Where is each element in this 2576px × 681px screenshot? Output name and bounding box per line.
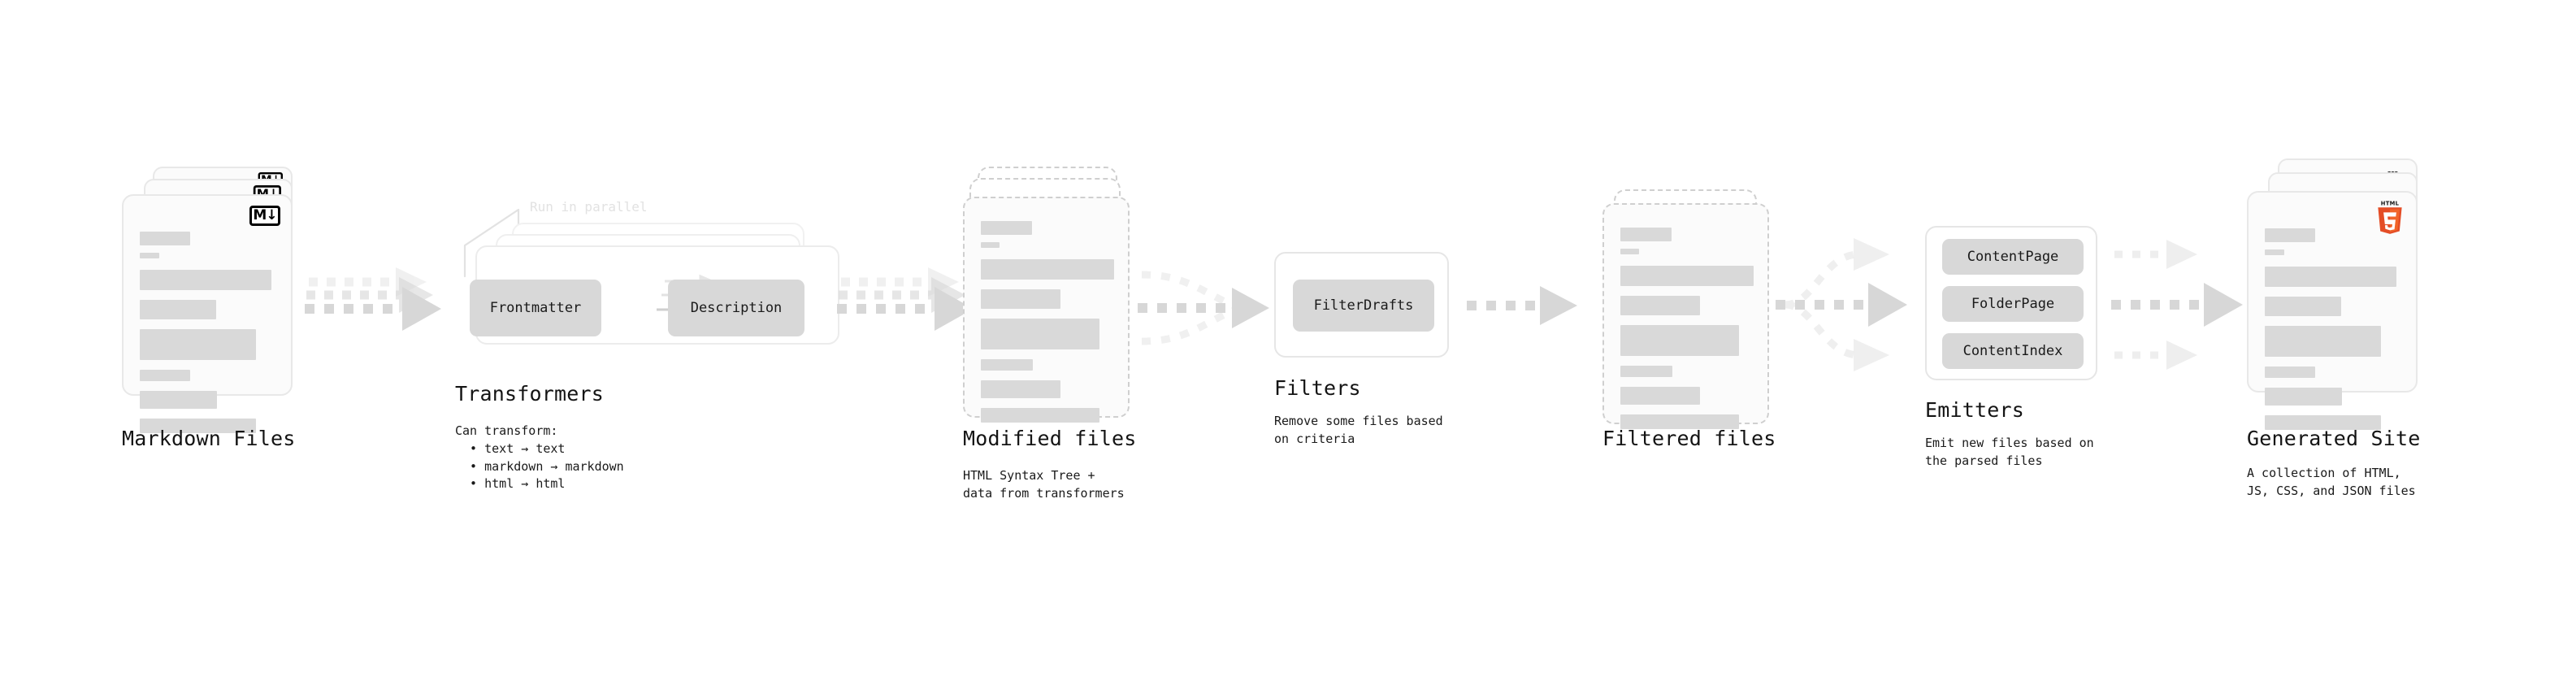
filtered-card-front xyxy=(1602,203,1769,429)
modified-card-front xyxy=(963,197,1130,423)
modified-files-subtitle: HTML Syntax Tree + data from transformer… xyxy=(963,468,1125,501)
filter-pill-filterdrafts[interactable]: FilterDrafts xyxy=(1293,280,1434,332)
skeleton-bar xyxy=(2265,267,2396,287)
markdown-card-front: M↓ xyxy=(122,194,293,433)
skeleton-bar xyxy=(1620,387,1700,405)
skeleton-bar xyxy=(1620,228,1672,241)
svg-text:HTML: HTML xyxy=(2381,200,2400,206)
skeleton-bar xyxy=(981,319,1099,349)
markdown-badge-front: M↓ xyxy=(249,206,280,226)
emitter-pill-folderpage[interactable]: FolderPage xyxy=(1942,286,2084,322)
connector-filtered-to-emitters xyxy=(1776,238,1907,371)
skeleton-bar xyxy=(981,408,1099,423)
modified-files-stack xyxy=(963,167,1150,427)
skeleton-bar xyxy=(140,370,190,381)
modified-files-title: Modified files xyxy=(963,427,1137,450)
skeleton-bar xyxy=(981,221,1032,235)
emitter-pill-contentpage[interactable]: ContentPage xyxy=(1942,239,2084,275)
filtered-files-title: Filtered files xyxy=(1602,427,1776,450)
skeleton-bar xyxy=(2265,249,2284,255)
transformers-title: Transformers xyxy=(455,382,605,406)
transformers-subtitle: Can transform: • text → text • markdown … xyxy=(455,423,624,492)
generated-site-stack: HTML xyxy=(2247,158,2442,430)
transformer-pill-description[interactable]: Description xyxy=(668,280,804,336)
emitters-box: ContentPage FolderPage ContentIndex xyxy=(1925,226,2097,380)
generated-site-title: Generated Site xyxy=(2247,427,2421,450)
filters-title: Filters xyxy=(1274,376,1361,400)
skeleton-bar xyxy=(1620,366,1672,377)
connector-filters-to-filtered xyxy=(1467,286,1577,325)
modified-skeleton-lines xyxy=(981,221,1114,430)
transformer-pill-frontmatter[interactable]: Frontmatter xyxy=(470,280,601,336)
skeleton-bar xyxy=(981,359,1033,371)
skeleton-bar xyxy=(2265,326,2381,357)
markdown-skeleton-lines xyxy=(140,232,275,440)
skeleton-bar xyxy=(140,300,216,319)
html5-icon: HTML xyxy=(2378,200,2402,234)
filtered-skeleton-lines xyxy=(1620,228,1754,436)
skeleton-bar xyxy=(140,232,190,245)
run-in-parallel-bracket xyxy=(463,208,520,278)
skeleton-bar xyxy=(981,242,1000,248)
skeleton-bar xyxy=(140,253,159,258)
markdown-files-stack: M↓ M↓ M↓ xyxy=(122,167,317,433)
skeleton-bar xyxy=(2265,228,2315,242)
emitters-title: Emitters xyxy=(1925,398,2025,422)
transformers-group: Run in parallel . . . . xyxy=(455,195,839,358)
skeleton-bar xyxy=(2265,367,2315,378)
skeleton-bar xyxy=(2265,415,2381,430)
emitters-subtitle: Emit new files based on the parsed files xyxy=(1925,436,2094,468)
skeleton-bar xyxy=(981,289,1060,309)
connector-modified-to-filters xyxy=(1138,271,1269,345)
skeleton-bar xyxy=(140,419,256,433)
skeleton-bar xyxy=(140,391,217,409)
skeleton-bar xyxy=(1620,296,1700,315)
skeleton-bar xyxy=(981,380,1060,398)
generated-site-subtitle: A collection of HTML, JS, CSS, and JSON … xyxy=(2247,466,2416,498)
skeleton-bar xyxy=(1620,414,1739,429)
emitter-pill-contentindex[interactable]: ContentIndex xyxy=(1942,333,2084,369)
connector-transformers-to-modified xyxy=(837,267,974,331)
skeleton-bar xyxy=(2265,388,2342,406)
skeleton-bar xyxy=(140,270,271,290)
connector-emitters-to-site xyxy=(2111,240,2243,370)
filters-subtitle: Remove some files based on criteria xyxy=(1274,414,1443,446)
skeleton-bar xyxy=(1620,325,1739,356)
site-skeleton-lines xyxy=(2265,228,2400,437)
skeleton-bar xyxy=(2265,297,2341,316)
filters-box: FilterDrafts xyxy=(1274,252,1449,358)
filtered-files-stack xyxy=(1602,167,1789,429)
skeleton-bar xyxy=(1620,249,1639,254)
site-card-front-html: HTML xyxy=(2247,191,2418,430)
markdown-files-title: Markdown Files xyxy=(122,427,296,450)
connector-markdown-to-transformers xyxy=(305,267,441,331)
run-in-parallel-note: Run in parallel xyxy=(530,199,648,215)
skeleton-bar xyxy=(140,329,256,360)
skeleton-bar xyxy=(1620,266,1754,286)
skeleton-bar xyxy=(981,259,1114,280)
